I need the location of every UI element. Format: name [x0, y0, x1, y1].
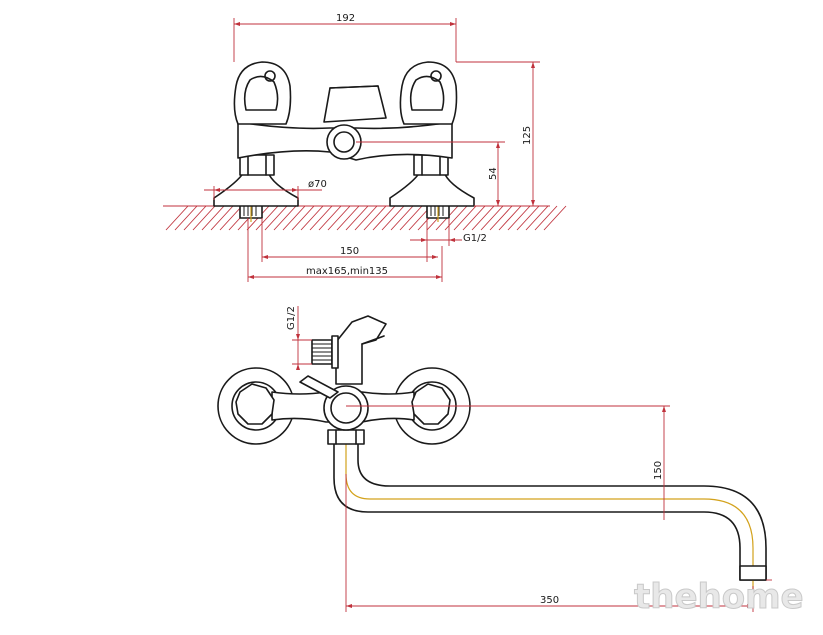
hatch-line — [201, 205, 225, 231]
hatch-line — [453, 205, 477, 231]
hatch-line — [300, 205, 324, 231]
connection-height-label: 54 — [488, 167, 499, 180]
hatch-line — [363, 205, 387, 231]
diverter-lever — [299, 375, 339, 399]
diverter-knob — [323, 85, 387, 123]
left-handle-head — [235, 383, 275, 425]
height-dimension: 125 — [456, 61, 540, 207]
hatch-line — [183, 205, 207, 231]
spout — [333, 439, 767, 581]
hatch-line — [291, 205, 315, 231]
hatch-line — [219, 205, 243, 231]
hatch-line — [462, 205, 486, 231]
hatch-line — [480, 205, 504, 231]
outlet-ring — [326, 124, 362, 160]
centers-label: 150 — [340, 246, 359, 257]
flange-dimension: ø70 — [204, 179, 327, 200]
right-nut — [413, 154, 449, 176]
diverter-handle — [335, 315, 387, 385]
right-handle — [399, 61, 458, 125]
thread-dimension-top: G1/2 — [410, 218, 487, 246]
right-handle-head — [411, 383, 451, 425]
spout-length-label: 350 — [540, 595, 559, 606]
spout-length-dimension: 350 — [345, 474, 754, 612]
hatch-line — [372, 205, 396, 231]
width-dimension: 192 — [233, 13, 457, 62]
hatch-line — [210, 205, 234, 231]
wall-hatch — [165, 205, 567, 231]
connection-height-dimension: 54 — [356, 141, 505, 206]
thread-label-top: G1/2 — [463, 233, 487, 244]
hatch-line — [390, 205, 414, 231]
hatch-line — [327, 205, 351, 231]
hatch-line — [516, 205, 540, 231]
thread-label-side: G1/2 — [286, 306, 297, 330]
hatch-line — [543, 205, 567, 231]
hatch-line — [309, 205, 333, 231]
hatch-line — [489, 205, 513, 231]
hatch-line — [471, 205, 495, 231]
top-view: 192 125 54 ø70 — [163, 13, 567, 282]
adjust-label: max165,min135 — [306, 266, 388, 277]
hatch-line — [525, 205, 549, 231]
left-nut — [239, 154, 275, 176]
shower-outlet — [311, 335, 339, 369]
spout-height-dimension: 150 — [346, 405, 772, 581]
side-view: G1/2 150 350 — [217, 306, 772, 612]
hatch-line — [273, 205, 297, 231]
centers-dimension: 150 — [261, 218, 438, 262]
hatch-line — [282, 205, 306, 231]
hatch-line — [354, 205, 378, 231]
right-flange — [389, 171, 475, 207]
left-flange — [213, 171, 299, 207]
hatch-line — [345, 205, 369, 231]
spout-height-label: 150 — [653, 461, 664, 480]
spout-nut — [327, 429, 365, 445]
hatch-line — [534, 205, 558, 231]
hatch-line — [264, 205, 288, 231]
hatch-line — [399, 205, 423, 231]
hatch-line — [498, 205, 522, 231]
height-label: 125 — [522, 126, 533, 145]
hatch-line — [255, 205, 279, 231]
hatch-line — [192, 205, 216, 231]
hatch-line — [336, 205, 360, 231]
hatch-line — [318, 205, 342, 231]
thread-dimension-side: G1/2 — [286, 306, 312, 370]
hatch-line — [165, 205, 189, 231]
hatch-line — [381, 205, 405, 231]
hatch-line — [507, 205, 531, 231]
adjust-dimension: max165,min135 — [247, 218, 443, 282]
width-label: 192 — [336, 13, 355, 24]
watermark: thehome — [634, 577, 804, 617]
left-handle — [233, 61, 292, 125]
flange-label: ø70 — [308, 179, 327, 190]
hatch-line — [174, 205, 198, 231]
